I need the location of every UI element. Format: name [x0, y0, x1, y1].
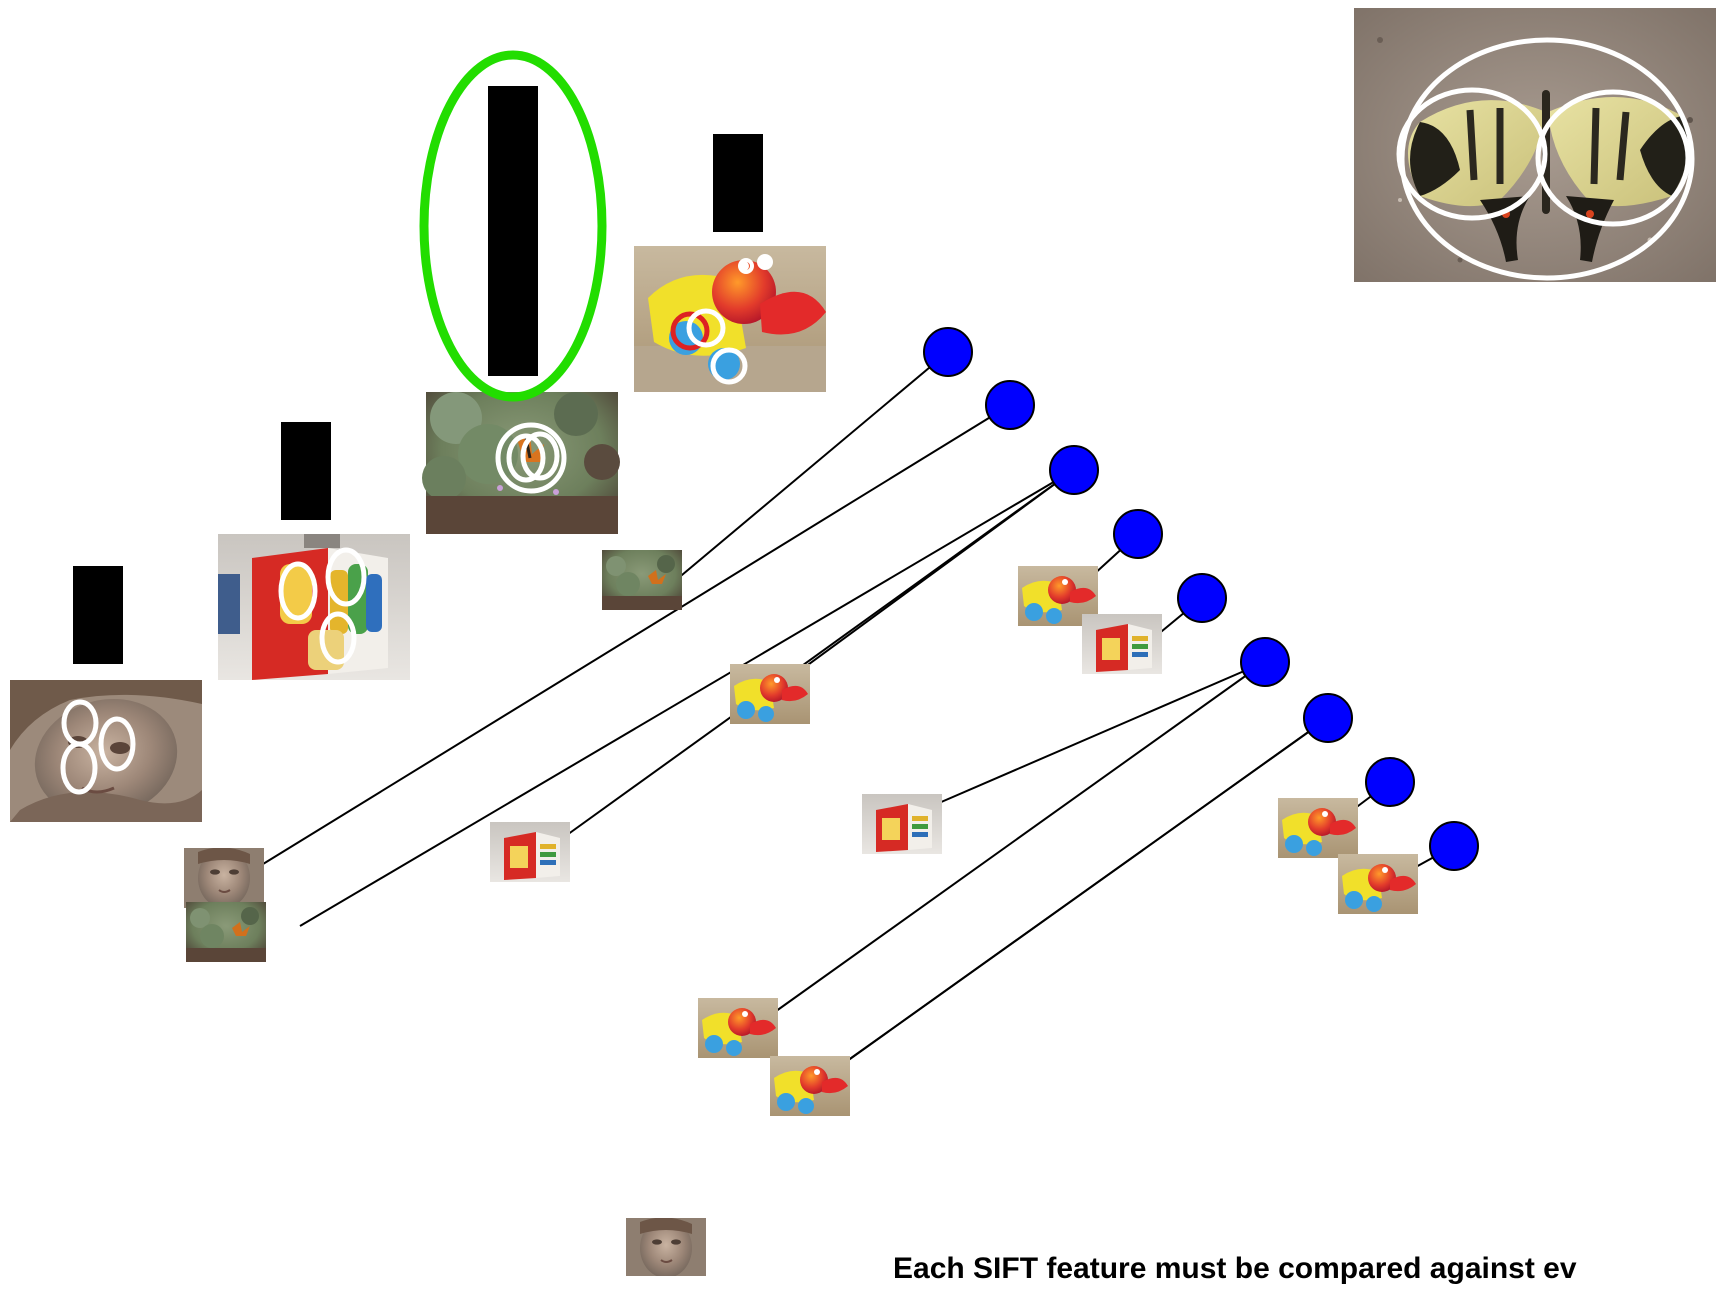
matched-thumbnail-toy-duck	[698, 998, 778, 1058]
matched-thumbnail-cereal-box	[1082, 614, 1162, 674]
query-feature-node	[1177, 573, 1227, 623]
query-image	[1354, 8, 1716, 282]
matched-thumbnail-toy-duck	[1278, 798, 1358, 858]
matched-thumbnail-butterfly-on-flowers	[602, 550, 682, 610]
query-feature-node	[1429, 821, 1479, 871]
match-line	[931, 661, 1266, 807]
matched-thumbnail-toy-duck	[1338, 854, 1418, 914]
vote-bar	[488, 86, 538, 376]
matched-thumbnail-toy-duck	[730, 664, 810, 724]
butterfly-wings	[1408, 90, 1690, 262]
vote-bar	[713, 134, 763, 232]
query-feature-node	[1365, 757, 1415, 807]
query-feature-node	[1240, 637, 1290, 687]
matched-thumbnail-cereal-box	[490, 822, 570, 882]
vote-bar	[73, 566, 123, 664]
matched-thumbnail-face	[626, 1218, 706, 1278]
best-match-outline	[419, 50, 607, 402]
matched-thumbnail-face	[184, 848, 264, 908]
match-line	[675, 351, 949, 581]
query-feature-node	[985, 380, 1035, 430]
matched-thumbnail-butterfly-on-flowers	[186, 902, 266, 962]
query-feature-node	[1049, 445, 1099, 495]
query-feature-ellipse	[1396, 87, 1548, 221]
query-feature-node	[923, 327, 973, 377]
database-image-butterfly-on-flowers	[419, 50, 620, 534]
query-feature-ellipse	[1535, 89, 1691, 227]
vote-bar	[281, 422, 331, 520]
query-feature-node	[1303, 693, 1353, 743]
database-image-toy-duck	[634, 134, 826, 392]
match-line	[299, 469, 1075, 927]
match-line	[249, 404, 1011, 873]
feature-matches	[184, 327, 1479, 1278]
matched-thumbnail-toy-duck	[770, 1056, 850, 1116]
match-line	[839, 717, 1329, 1067]
database-image-face	[10, 566, 202, 822]
caption: Each SIFT feature must be compared again…	[893, 1252, 1577, 1285]
matched-thumbnail-cereal-box	[862, 794, 942, 854]
query-feature-ellipse	[1399, 37, 1695, 281]
query-feature-node	[1113, 509, 1163, 559]
match-line	[771, 661, 1266, 1015]
match-line	[559, 469, 1075, 841]
database-image-cereal-box	[218, 422, 410, 680]
